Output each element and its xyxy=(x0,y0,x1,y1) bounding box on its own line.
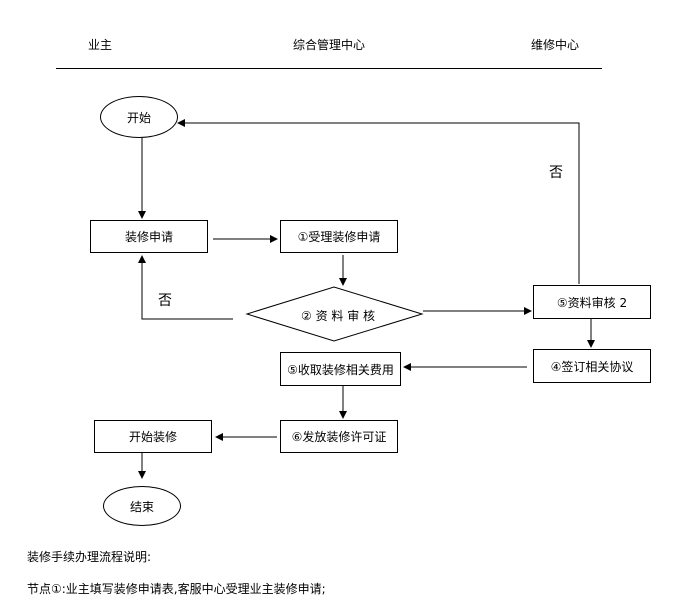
lane-owner: 业主 xyxy=(88,38,113,52)
review2-label: ⑤资料审核 2 xyxy=(556,295,628,310)
header-divider xyxy=(56,68,602,69)
sign-node: ④签订相关协议 xyxy=(533,349,651,383)
permit-label: ⑥发放装修许可证 xyxy=(291,430,387,444)
edge-label-no-top: 否 xyxy=(549,165,563,181)
review-diamond-shape xyxy=(245,286,424,342)
begin-node: 开始装修 xyxy=(94,420,212,453)
end-node: 结束 xyxy=(103,486,181,526)
edge-label-no-left: 否 xyxy=(158,293,172,309)
begin-label: 开始装修 xyxy=(128,430,177,444)
review-label: ② 资 料 审 核 xyxy=(301,309,376,323)
permit-node: ⑥发放装修许可证 xyxy=(280,420,398,453)
apply-node: 装修申请 xyxy=(90,220,208,253)
accept-label: ①受理装修申请 xyxy=(297,230,381,244)
lane-management: 综合管理中心 xyxy=(293,38,366,52)
notes-heading: 装修手续办理流程说明: xyxy=(27,550,152,564)
end-label: 结束 xyxy=(129,499,154,514)
start-label: 开始 xyxy=(126,110,151,125)
review2-node: ⑤资料审核 2 xyxy=(533,285,651,319)
fees-node: ⑤收取装修相关费用 xyxy=(280,352,401,386)
edge-review2-start-no xyxy=(177,119,580,284)
accept-node: ①受理装修申请 xyxy=(280,220,398,253)
notes-step1: 节点①:业主填写装修申请表,客服中心受理业主装修申请; xyxy=(27,582,326,596)
fees-label: ⑤收取装修相关费用 xyxy=(287,362,394,377)
edge-review-apply-no xyxy=(138,255,233,320)
apply-label: 装修申请 xyxy=(124,230,173,244)
lane-maintenance: 维修中心 xyxy=(531,38,580,52)
start-node: 开始 xyxy=(100,96,178,138)
sign-label: ④签订相关协议 xyxy=(550,359,634,374)
